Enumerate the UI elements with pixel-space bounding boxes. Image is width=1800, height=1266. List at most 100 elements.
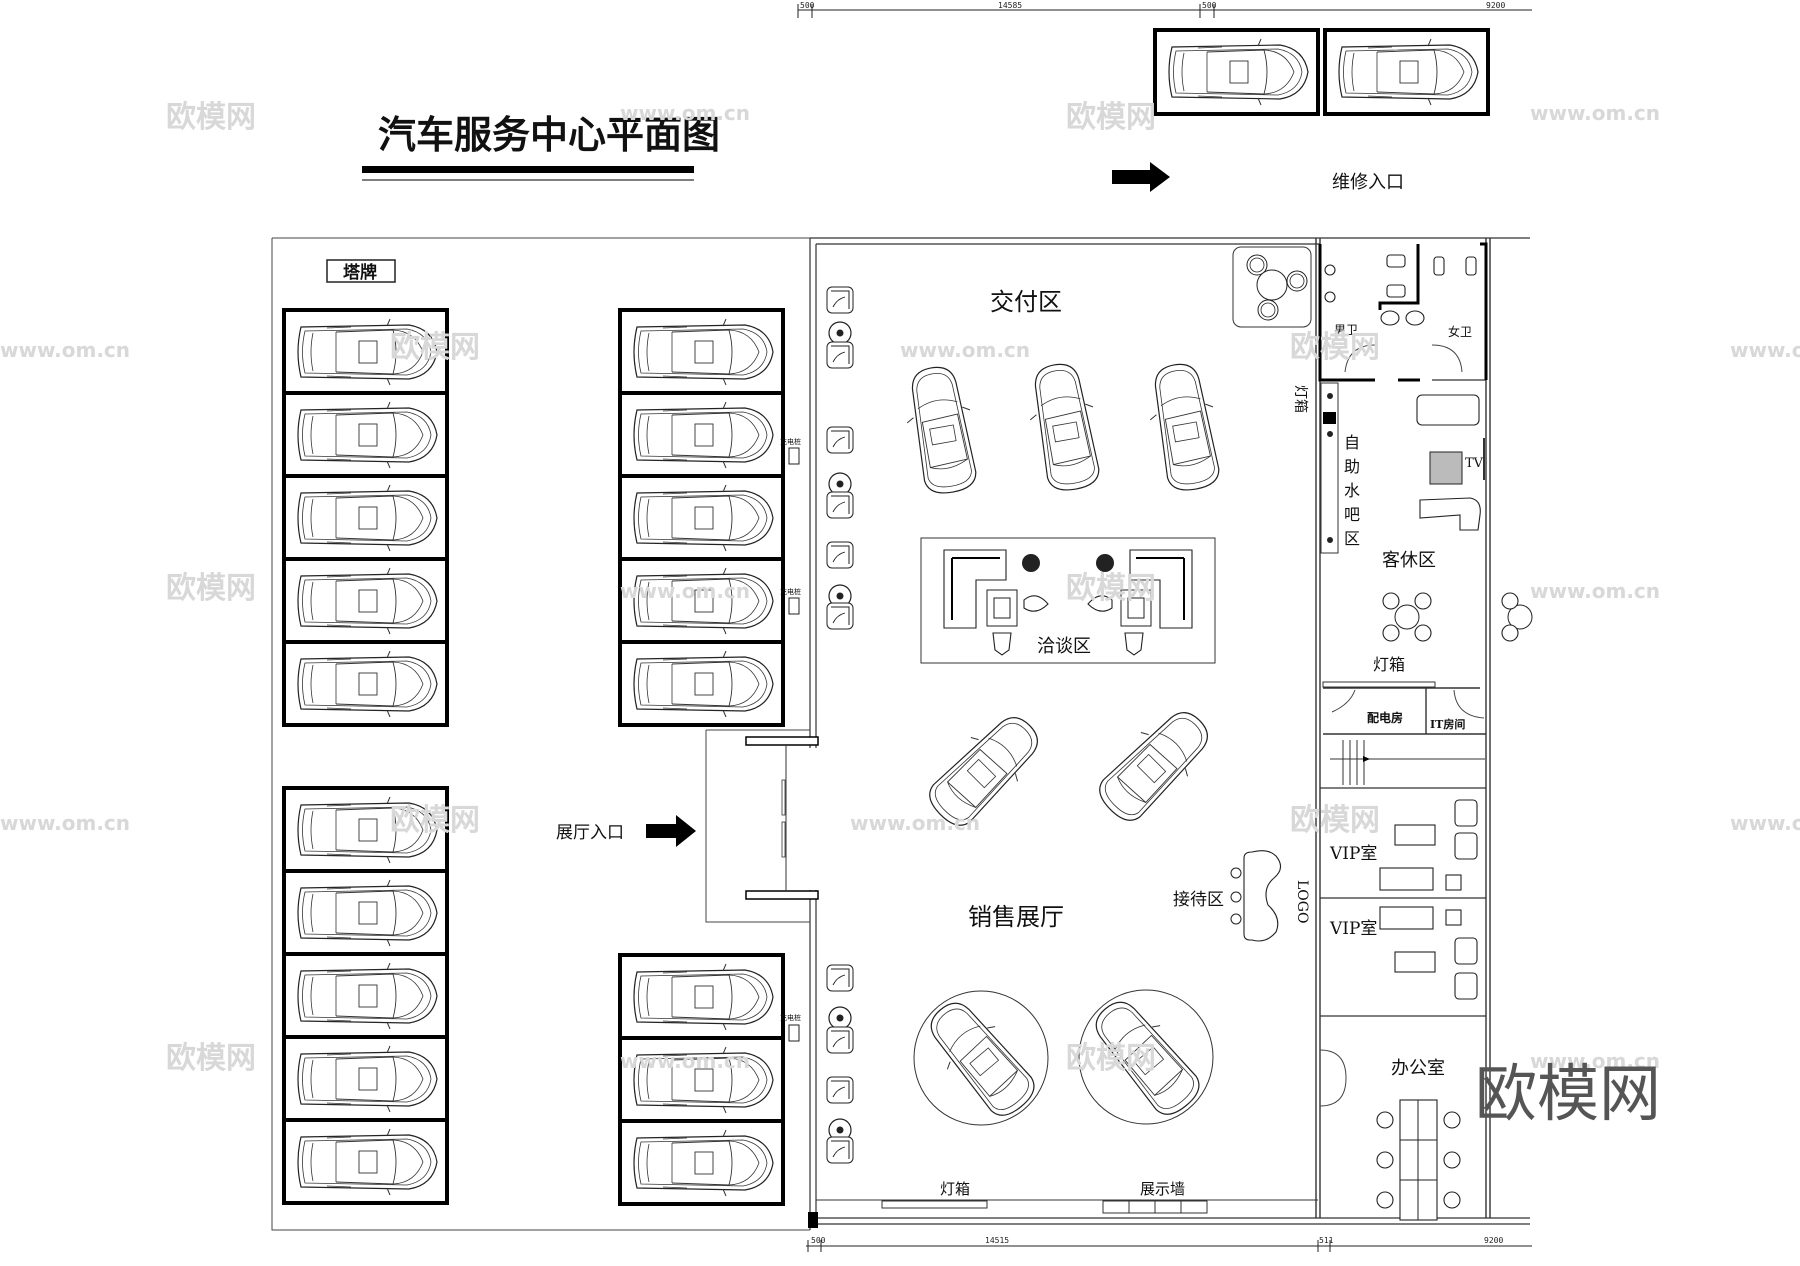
- watermark-url: www.om.cn: [620, 1049, 750, 1073]
- left-parking-upper: [282, 308, 449, 727]
- watermark-brand: 欧模网: [390, 330, 480, 365]
- charging-pile-label: 充电桩: [780, 587, 801, 596]
- watermark-url: www.om.cn: [850, 811, 980, 835]
- parked-car: [297, 879, 438, 947]
- lightbox-bottom-label: 灯箱: [940, 1180, 970, 1198]
- armchair: [826, 286, 854, 314]
- dim-bottom-4: 9200: [1484, 1236, 1503, 1245]
- reception-desk: [1230, 850, 1282, 942]
- lounge-area-label: 客休区: [1382, 550, 1436, 571]
- it-room-label: IT房间: [1430, 717, 1465, 731]
- watermark-url: www.om.cn: [0, 338, 130, 362]
- watermark-url: www.om.cn: [1730, 338, 1800, 362]
- armchair: [826, 491, 854, 519]
- dim-bottom-3: 511: [1319, 1236, 1334, 1245]
- top-right-parking: [1153, 28, 1490, 116]
- lot-boundary: [271, 237, 810, 1231]
- negotiation-area: [920, 537, 1216, 664]
- armchair: [826, 341, 854, 369]
- page-title: 汽车服务中心平面图: [378, 113, 720, 157]
- delivery-cars: [897, 358, 1228, 499]
- showroom-entrance-label: 展厅入口: [556, 823, 624, 843]
- top-dimension-line: 500 14585 500 9200: [797, 1, 1532, 18]
- tv-label: TV: [1465, 456, 1484, 471]
- watermark-brand: 欧模网: [166, 100, 256, 135]
- plant-icon: [828, 321, 852, 345]
- parked-car: [633, 318, 774, 386]
- watermark-brand: 欧模网: [1066, 571, 1156, 606]
- office: [1319, 1049, 1461, 1221]
- bottom-dimension-line: 500 14515 511 9200: [806, 1236, 1532, 1252]
- parked-car: [633, 963, 774, 1031]
- watermark-url: www.om.cn: [1530, 1049, 1660, 1073]
- watermark-url: www.om.cn: [620, 579, 750, 603]
- parked-car: [633, 401, 774, 469]
- dim-top-3: 500: [1202, 1, 1217, 10]
- parked-car: [297, 962, 438, 1030]
- watermark-brand: 欧模网: [1290, 330, 1380, 365]
- parked-car: [297, 401, 438, 469]
- charging-pile: [788, 447, 800, 465]
- display-wall-label: 展示墙: [1140, 1180, 1185, 1198]
- sales-showroom-label: 销售展厅: [968, 903, 1064, 931]
- display-wall: [1102, 1200, 1208, 1214]
- parked-car: [633, 1129, 774, 1197]
- charging-piles: 充电桩 充电桩 充电桩: [780, 437, 801, 1042]
- watermark-brand: 欧模网: [1066, 100, 1156, 135]
- parked-car: [633, 484, 774, 552]
- dim-bottom-2: 14515: [985, 1236, 1009, 1245]
- mens-restroom-label: 男卫: [1334, 323, 1358, 337]
- parked-car: [297, 567, 438, 635]
- power-room-label: 配电房: [1367, 710, 1403, 725]
- utility-rooms: [1322, 681, 1486, 735]
- dim-top-4: 9200: [1486, 1, 1505, 10]
- watermark-url: www.om.cn: [900, 338, 1030, 362]
- parked-car: [633, 650, 774, 718]
- self-service-bar: [1320, 382, 1339, 554]
- dim-top-2: 14585: [998, 1, 1022, 10]
- title-underline: [362, 166, 694, 173]
- brand-watermark: 欧模网: [1475, 1057, 1661, 1130]
- vip-rooms: [1320, 787, 1486, 1017]
- vip-room-1-label: VIP室: [1329, 844, 1377, 864]
- lounge-tables: [1382, 592, 1533, 642]
- armchair: [826, 964, 854, 992]
- middle-parking-upper: [618, 308, 785, 727]
- stairs: [1330, 740, 1485, 785]
- reception-area-label: 接待区: [1173, 890, 1224, 910]
- maintenance-entrance-label: 维修入口: [1332, 172, 1404, 193]
- watermark-brand: 欧模网: [1066, 1041, 1156, 1076]
- charging-pile-label: 充电桩: [780, 437, 801, 446]
- lounge-furniture: [1416, 394, 1485, 531]
- display-turntables: [913, 988, 1214, 1129]
- armchair: [826, 602, 854, 630]
- watermark-brand: 欧模网: [166, 571, 256, 606]
- watermark-brand: 欧模网: [166, 1041, 256, 1076]
- showroom-walls: [808, 237, 1530, 1230]
- showroom-entrance-arrow-icon: [646, 815, 696, 847]
- plant-icon: [828, 1006, 852, 1030]
- logo-label: LOGO: [1294, 880, 1310, 923]
- watermark-brand: 欧模网: [390, 803, 480, 838]
- showroom-entrance: [705, 729, 819, 923]
- charging-pile: [788, 597, 800, 615]
- watermark-url: www.om.cn: [0, 811, 130, 835]
- armchair: [826, 1136, 854, 1164]
- window-lounge-chairs: [826, 286, 854, 1164]
- tower-sign-box: [326, 259, 396, 283]
- vip-room-2-label: VIP室: [1329, 919, 1377, 939]
- delivery-area-label: 交付区: [990, 288, 1062, 316]
- maintenance-arrow-icon: [1112, 162, 1170, 192]
- womens-restroom-label: 女卫: [1448, 324, 1472, 339]
- left-parking-lower: [282, 786, 449, 1205]
- charging-pile: [788, 1024, 800, 1042]
- self-service-bar-label: 自助水吧区: [1344, 433, 1360, 548]
- watermark-brand: 欧模网: [1290, 803, 1380, 838]
- parked-car: [297, 1128, 438, 1196]
- negotiation-area-label: 洽谈区: [1037, 636, 1091, 657]
- parked-car: [297, 484, 438, 552]
- lightbox-mid-label: 灯箱: [1373, 655, 1405, 674]
- lightbox-bottom: [881, 1200, 988, 1209]
- armchair: [826, 426, 854, 454]
